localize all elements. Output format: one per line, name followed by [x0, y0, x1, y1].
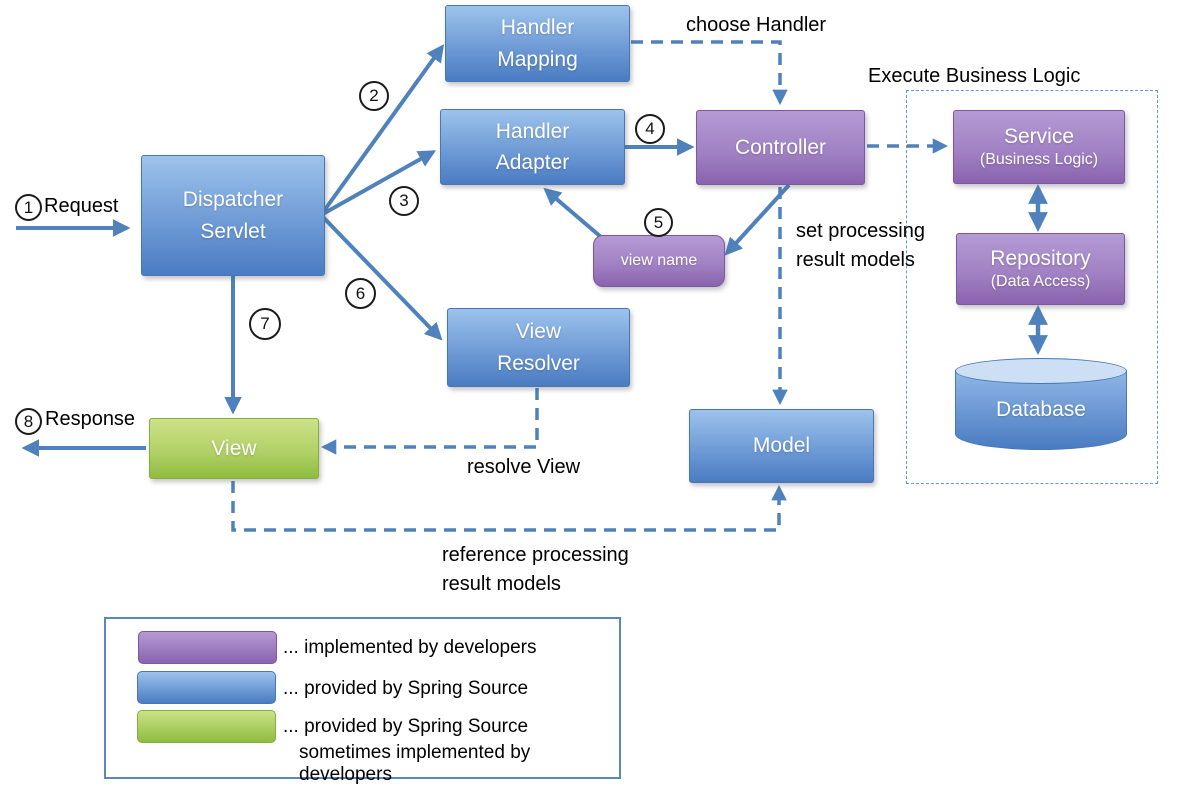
step-7-badge: 7: [249, 308, 281, 340]
node-database-label: Database: [996, 398, 1086, 421]
database-cylinder-top: [955, 358, 1127, 384]
node-view-resolver-label: View Resolver: [497, 320, 580, 375]
step-1-badge: 1: [15, 194, 42, 221]
node-repository-label: Repository: [990, 246, 1091, 270]
step-3-badge: 3: [389, 186, 419, 216]
legend-label-implemented: ... implemented by developers: [283, 637, 537, 658]
step-2-badge: 2: [359, 81, 389, 111]
choose-handler-label: choose Handler: [686, 14, 827, 36]
legend-label-provided: ... provided by Spring Source: [283, 678, 529, 699]
node-database: Database: [955, 358, 1127, 450]
step-4-badge: 4: [635, 114, 665, 144]
node-handler-mapping-label: Handler Mapping: [497, 16, 578, 71]
execute-business-logic-region: [906, 90, 1158, 484]
node-dispatcher-servlet: Dispatcher Servlet: [141, 155, 325, 276]
node-view-name-label: view name: [620, 252, 698, 270]
node-handler-adapter: Handler Adapter: [440, 109, 625, 185]
legend-label-provided-sometimes-2: sometimes implemented by developers: [299, 742, 531, 785]
node-model: Model: [689, 409, 874, 483]
node-repository-sublabel: (Data Access): [990, 272, 1091, 290]
node-service-label: Service: [1003, 124, 1075, 148]
arrow-dispatcher-to-handler-adapter: [320, 150, 437, 217]
node-service-sublabel: (Business Logic): [979, 150, 1099, 168]
dashed-handler-mapping-to-controller: [631, 40, 788, 106]
step-5-badge: 5: [644, 208, 673, 237]
legend-label-provided-sometimes-1: ... provided by Spring Source: [283, 716, 529, 737]
reference-processing-label: reference processing result models: [442, 544, 629, 595]
node-controller: Controller: [696, 110, 865, 185]
arrow-dispatcher-to-handler-mapping: [319, 44, 445, 217]
node-repository: Repository (Data Access): [956, 233, 1125, 305]
legend-swatch-green: [137, 710, 276, 743]
legend-box: ... implemented by developers ... provid…: [104, 617, 621, 785]
node-dispatcher-servlet-label: Dispatcher Servlet: [182, 188, 284, 243]
set-processing-label: set processing result models: [796, 220, 925, 271]
node-handler-mapping: Handler Mapping: [445, 5, 630, 82]
dashed-view-resolver-to-view: [320, 388, 539, 455]
step-8-label: Response: [45, 408, 136, 430]
legend-swatch-blue: [137, 671, 276, 704]
node-view-resolver: View Resolver: [447, 308, 630, 387]
step-1-label: Request: [44, 195, 119, 217]
legend-swatch-purple: [138, 631, 277, 664]
arrow-dispatcher-to-view-resolver: [319, 213, 443, 341]
node-view-label: View: [211, 436, 257, 460]
node-handler-adapter-label: Handler Adapter: [495, 119, 570, 175]
node-view-name: view name: [593, 235, 725, 287]
node-model-label: Model: [752, 434, 811, 458]
node-service: Service (Business Logic): [953, 110, 1125, 184]
resolve-view-label: resolve View: [467, 456, 581, 478]
node-view: View: [149, 418, 319, 479]
step-6-badge: 6: [345, 278, 376, 309]
dashed-view-to-model: [231, 481, 787, 532]
execute-business-logic-label: Execute Business Logic: [868, 65, 1081, 87]
node-controller-label: Controller: [734, 135, 827, 159]
arrow-view-name-to-handler-adapter: [543, 187, 603, 239]
step-8-badge: 8: [15, 408, 42, 435]
